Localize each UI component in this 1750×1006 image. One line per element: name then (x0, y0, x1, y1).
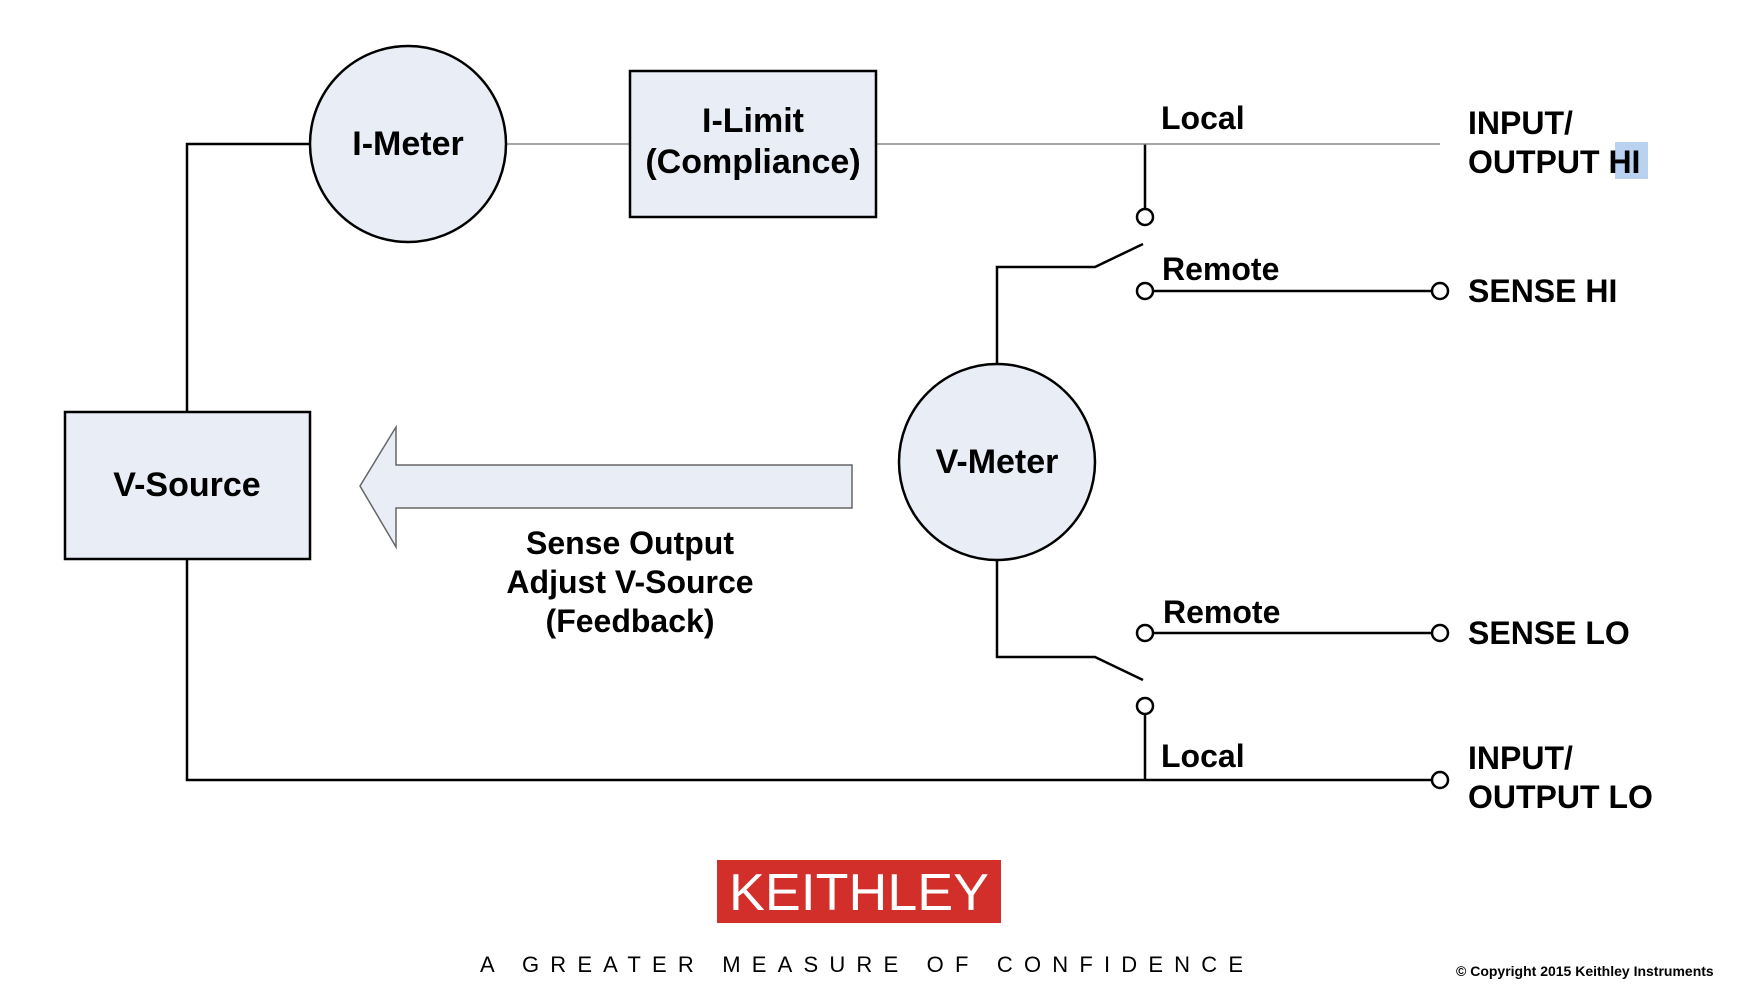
wire-vmeter-to-lo-switch (995, 560, 1144, 682)
terminal-sense-hi (1430, 281, 1450, 301)
feedback-label-line2: Adjust V-Source (506, 564, 753, 600)
feedback-label-line1: Sense Output (526, 525, 734, 561)
io-lo-label-line1: INPUT/ (1468, 740, 1573, 776)
sense-hi-label: SENSE HI (1468, 273, 1617, 309)
feedback-label-line3: (Feedback) (546, 603, 715, 639)
contact-hi-remote (1135, 281, 1155, 301)
i-limit-label-line1: I-Limit (702, 102, 804, 140)
v-meter-label: V-Meter (936, 443, 1059, 481)
terminal-output-lo (1430, 770, 1450, 790)
contact-hi-local (1135, 207, 1155, 227)
wires (185, 142, 1432, 782)
contacts (1135, 207, 1450, 790)
feedback-arrow (359, 424, 853, 550)
i-limit-label-line2: (Compliance) (645, 143, 860, 181)
hi-highlight (1615, 142, 1648, 179)
v-source-label: V-Source (113, 466, 260, 504)
io-hi-label-line2: OUTPUT HI (1468, 144, 1640, 180)
v-meter-circle (897, 362, 1097, 562)
io-hi-label-output: OUTPUT (1468, 144, 1608, 180)
i-limit-block (628, 69, 878, 219)
io-hi-label-hi: HI (1608, 144, 1640, 180)
wire-vsource-to-output-lo (185, 559, 1432, 782)
i-meter-label: I-Meter (352, 125, 463, 163)
keithley-logo-box (717, 860, 1001, 923)
copyright: © Copyright 2015 Keithley Instruments (1456, 963, 1714, 979)
sense-lo-label: SENSE LO (1468, 615, 1630, 651)
lo-local-label: Local (1161, 738, 1245, 774)
wire-vmeter-to-hi-switch (995, 242, 1144, 364)
contact-lo-local (1135, 696, 1155, 716)
io-hi-label-line1: INPUT/ (1468, 105, 1573, 141)
lo-remote-label: Remote (1163, 594, 1280, 630)
hi-remote-label: Remote (1162, 251, 1279, 287)
v-source-block (63, 410, 312, 561)
tagline: A GREATER MEASURE OF CONFIDENCE (480, 952, 1243, 977)
terminal-sense-lo (1430, 623, 1450, 643)
hi-local-label: Local (1161, 100, 1245, 136)
keithley-logo-text: KEITHLEY (729, 864, 989, 922)
i-meter-circle (308, 44, 508, 244)
io-lo-label-line2: OUTPUT LO (1468, 779, 1653, 815)
contact-lo-remote (1135, 623, 1155, 643)
wire-vsource-to-imeter (185, 142, 310, 412)
